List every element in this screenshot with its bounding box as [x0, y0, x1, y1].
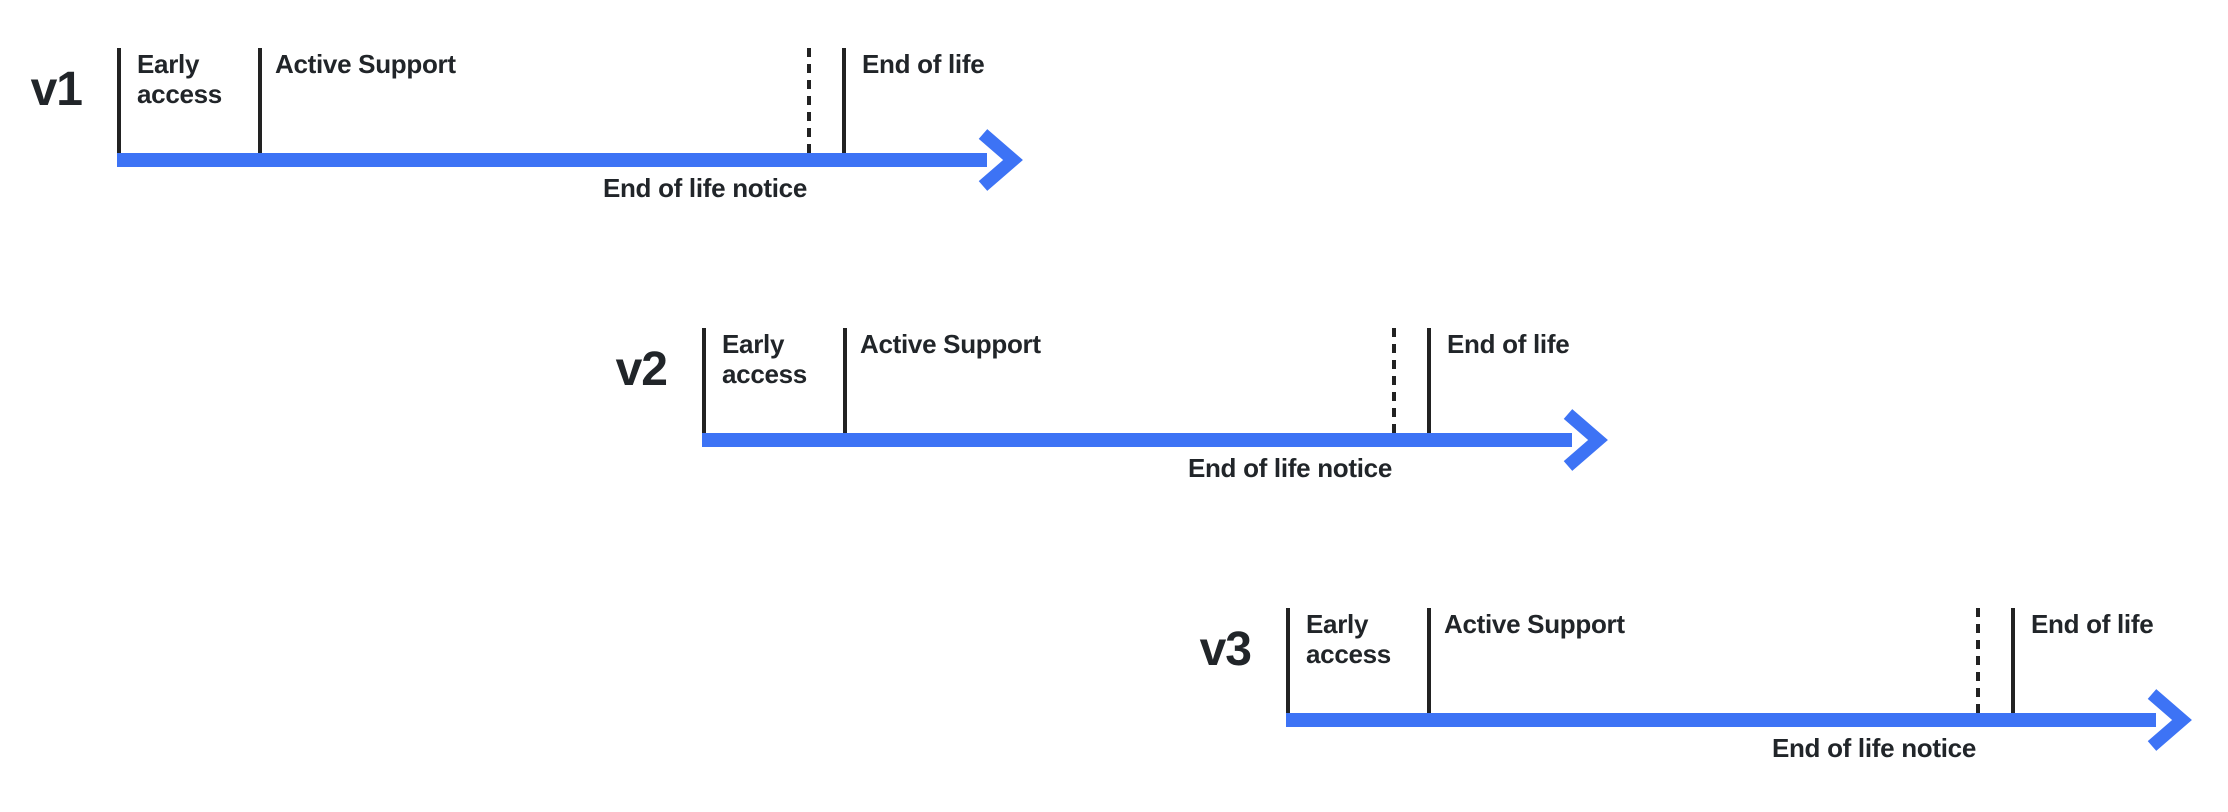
eol-notice-dashed-tick: [1976, 608, 1980, 713]
active-support-start-tick: [258, 48, 262, 153]
early-access-label: Early access: [1306, 609, 1391, 669]
early-access-label: Early access: [722, 329, 807, 389]
eol-notice-dashed-tick: [807, 48, 811, 153]
early-access-start-tick: [702, 328, 706, 433]
active-support-label: Active Support: [860, 329, 1041, 359]
timeline-arrow-right-icon: [702, 409, 1608, 471]
active-support-start-tick: [1427, 608, 1431, 713]
end-of-life-label: End of life: [2031, 609, 2154, 639]
version-label: v3: [1199, 623, 1252, 676]
end-of-life-tick: [2011, 608, 2015, 713]
active-support-label: Active Support: [275, 49, 456, 79]
end-of-life-notice-label: End of life notice: [1187, 453, 1392, 483]
early-access-label: Early access: [137, 49, 222, 109]
end-of-life-label: End of life: [1447, 329, 1570, 359]
version-label: v1: [30, 63, 83, 116]
version-label: v2: [615, 343, 668, 396]
end-of-life-tick: [842, 48, 846, 153]
early-access-start-tick: [1286, 608, 1290, 713]
end-of-life-notice-label: End of life notice: [1771, 733, 1976, 763]
active-support-label: Active Support: [1444, 609, 1625, 639]
eol-notice-dashed-tick: [1392, 328, 1396, 433]
end-of-life-label: End of life: [862, 49, 985, 79]
timeline-arrow-right-icon: [1286, 689, 2192, 751]
early-access-start-tick: [117, 48, 121, 153]
end-of-life-notice-label: End of life notice: [602, 173, 807, 203]
timeline-arrow-right-icon: [117, 129, 1023, 191]
active-support-start-tick: [843, 328, 847, 433]
end-of-life-tick: [1427, 328, 1431, 433]
